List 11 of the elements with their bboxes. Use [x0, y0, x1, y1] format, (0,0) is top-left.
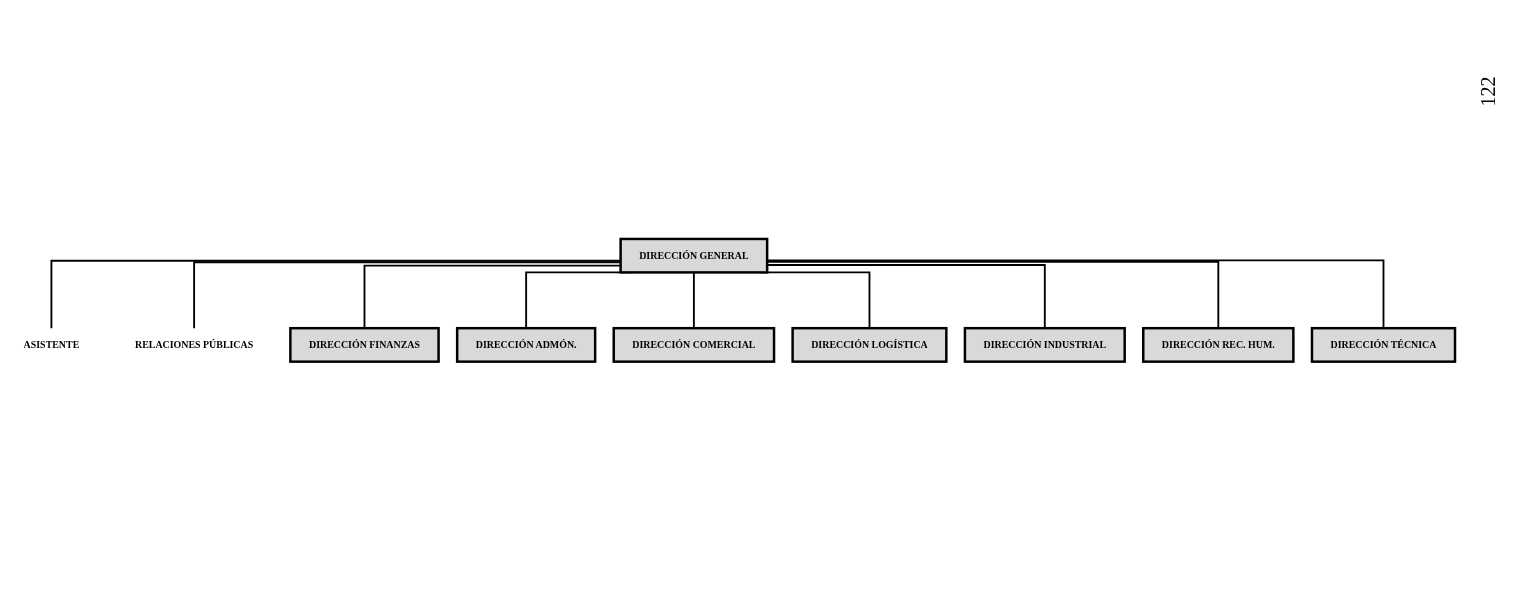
node-box: DIRECCIÓN COMERCIAL — [612, 327, 776, 364]
page-number: 122 — [1476, 76, 1500, 107]
node-text: RELACIONES PÚBLICAS — [135, 339, 254, 351]
node-box: DIRECCIÓN GENERAL — [619, 237, 769, 274]
node-box: DIRECCIÓN FINANZAS — [289, 327, 440, 364]
node-box: DIRECCIÓN LOGÍSTICA — [791, 327, 948, 364]
node-box: DIRECCIÓN INDUSTRIAL — [963, 327, 1126, 364]
node-box: DIRECCIÓN TÉCNICA — [1310, 327, 1457, 364]
node-text: ASISTENTE — [23, 339, 80, 351]
node-box: DIRECCIÓN REC. HUM. — [1142, 327, 1295, 364]
node-box: DIRECCIÓN ADMÓN. — [455, 327, 597, 364]
